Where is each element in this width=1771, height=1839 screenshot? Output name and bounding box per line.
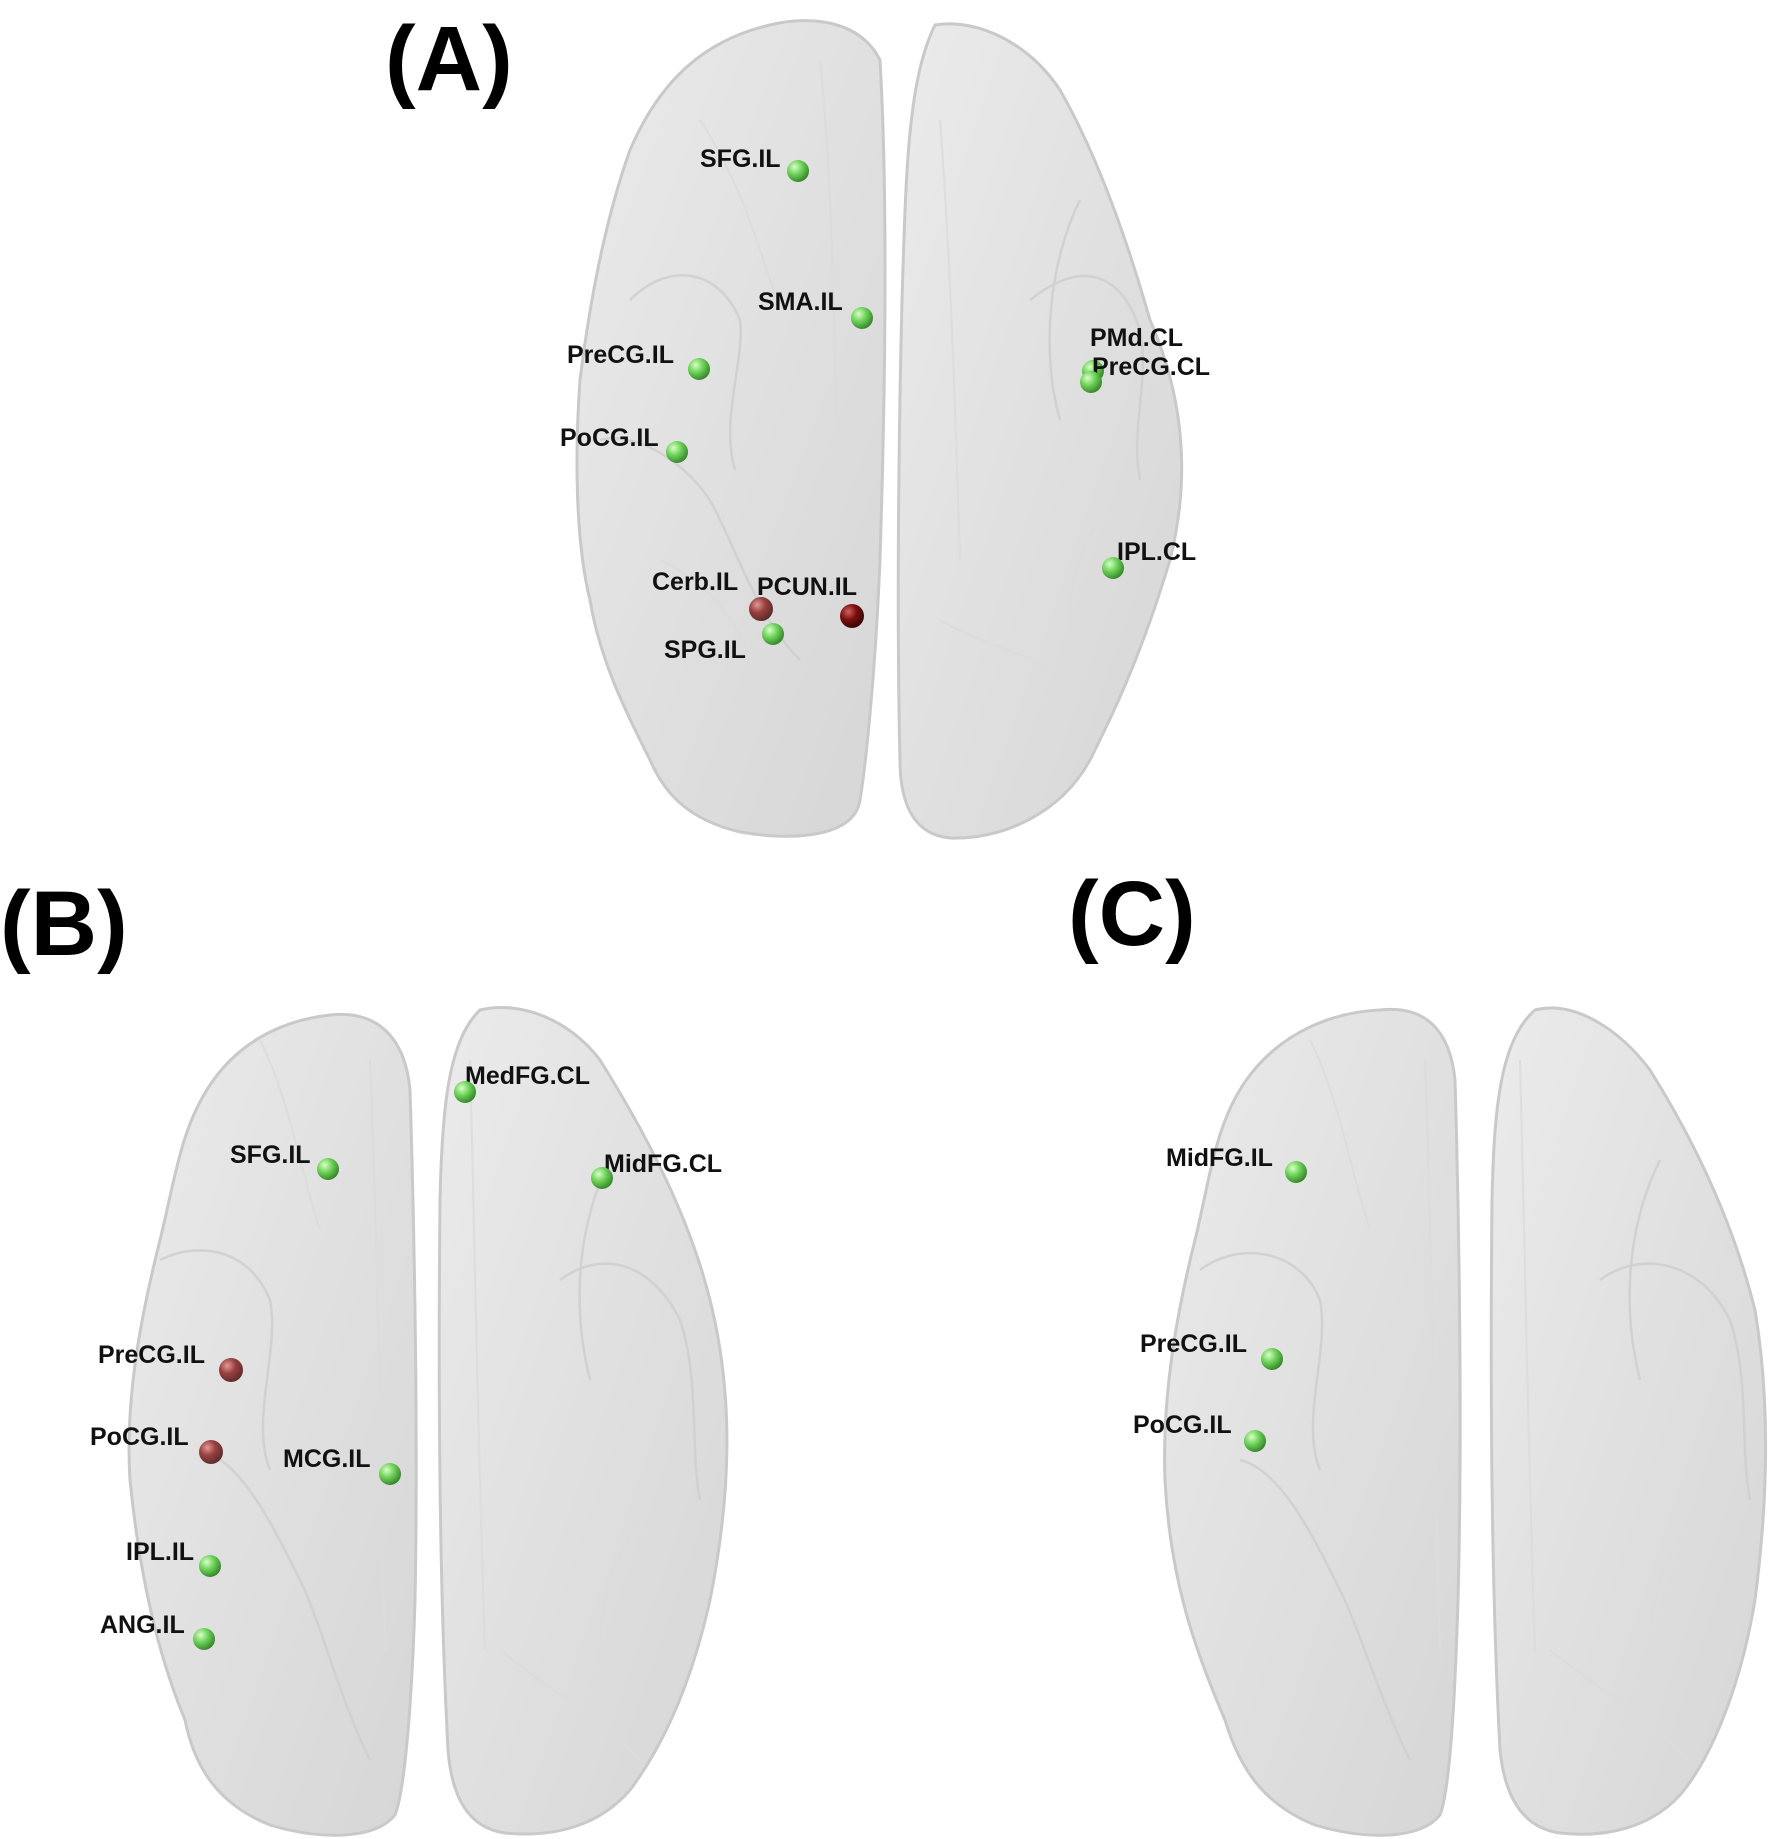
node-sphere [688, 358, 710, 380]
node-sphere [591, 1167, 613, 1189]
panel-b-label: (B) [0, 873, 128, 975]
node-sphere [762, 623, 784, 645]
panel-c-right-hemisphere [1489, 1006, 1767, 1836]
panel-b-node-ipl-il: IPL.IL [126, 1538, 221, 1577]
node-sphere [1261, 1348, 1283, 1370]
node-label: MidFG.CL [604, 1150, 722, 1178]
node-label: MCG.IL [283, 1445, 371, 1473]
node-label: PMd.CL [1090, 324, 1183, 352]
node-sphere [1080, 371, 1102, 393]
panel-b-node-pocg-il: PoCG.IL [90, 1423, 223, 1464]
panel-a: (A) SFG.IL SMA.IL PreCG.IL [385, 8, 1210, 840]
node-sphere [379, 1463, 401, 1485]
panel-c-node-pocg-il: PoCG.IL [1133, 1411, 1266, 1452]
node-sphere [666, 441, 688, 463]
node-label: PoCG.IL [1133, 1411, 1232, 1439]
panel-b-node-mcg-il: MCG.IL [283, 1445, 401, 1485]
panel-a-node-cerb-il: Cerb.IL [652, 568, 773, 621]
panel-a-node-pmd-cl: PMd.CL [1082, 324, 1183, 382]
panel-b-node-precg-il: PreCG.IL [98, 1341, 243, 1382]
panel-c-brain [1163, 1006, 1767, 1837]
panel-a-node-ipl-cl: IPL.CL [1102, 538, 1196, 579]
node-sphere [1102, 557, 1124, 579]
node-label: MedFG.CL [465, 1062, 590, 1090]
node-sphere [199, 1440, 223, 1464]
node-label: SMA.IL [758, 288, 843, 316]
panel-b: (B) MedFG.CL SFG.IL MidFG.CL Pr [0, 873, 729, 1837]
panel-b-right-hemisphere [437, 1005, 729, 1836]
panel-c-node-precg-il: PreCG.IL [1140, 1330, 1283, 1370]
node-sphere [1244, 1430, 1266, 1452]
node-label: PreCG.IL [1140, 1330, 1247, 1358]
panel-a-node-sma-il: SMA.IL [758, 288, 873, 329]
panel-c-label: (C) [1068, 863, 1196, 965]
node-sphere [317, 1158, 339, 1180]
node-sphere [193, 1628, 215, 1650]
panel-c: (C) MidFG.IL PreCG.IL PoCG.IL [1068, 863, 1767, 1837]
node-label: SPG.IL [664, 636, 746, 664]
panel-a-node-pocg-il: PoCG.IL [560, 424, 688, 463]
panel-b-brain [127, 1005, 729, 1837]
panel-b-node-medfg-cl: MedFG.CL [454, 1062, 590, 1103]
node-label: Cerb.IL [652, 568, 738, 596]
node-label: ANG.IL [100, 1611, 185, 1639]
node-sphere [851, 307, 873, 329]
node-label: PreCG.CL [1092, 353, 1210, 381]
panel-a-node-precg-cl: PreCG.CL [1080, 353, 1210, 393]
panel-b-node-midfg-cl: MidFG.CL [591, 1150, 722, 1189]
panel-a-node-pcun-il: PCUN.IL [757, 573, 864, 628]
node-label: PreCG.IL [98, 1341, 205, 1369]
panel-a-node-spg-il: SPG.IL [664, 623, 784, 664]
node-sphere [199, 1555, 221, 1577]
node-sphere [1285, 1161, 1307, 1183]
panel-a-node-precg-il: PreCG.IL [567, 341, 710, 380]
node-label: IPL.IL [126, 1538, 194, 1566]
node-label: MidFG.IL [1166, 1144, 1273, 1172]
node-sphere [840, 604, 864, 628]
panel-a-label: (A) [385, 8, 513, 110]
node-sphere [219, 1358, 243, 1382]
panel-b-node-sfg-il: SFG.IL [230, 1141, 339, 1180]
panel-b-node-ang-il: ANG.IL [100, 1611, 215, 1650]
node-sphere [454, 1081, 476, 1103]
panel-a-right-hemisphere [896, 22, 1184, 840]
node-label: PoCG.IL [90, 1423, 189, 1451]
panel-c-node-midfg-il: MidFG.IL [1166, 1144, 1307, 1183]
panel-a-brain [575, 19, 1184, 840]
node-label: IPL.CL [1117, 538, 1196, 566]
node-label: PoCG.IL [560, 424, 659, 452]
panel-a-node-sfg-il: SFG.IL [700, 145, 809, 182]
node-sphere [787, 160, 809, 182]
node-label: SFG.IL [230, 1141, 311, 1169]
node-label: SFG.IL [700, 145, 781, 173]
node-label: PCUN.IL [757, 573, 857, 601]
node-sphere [749, 597, 773, 621]
node-label: PreCG.IL [567, 341, 674, 369]
